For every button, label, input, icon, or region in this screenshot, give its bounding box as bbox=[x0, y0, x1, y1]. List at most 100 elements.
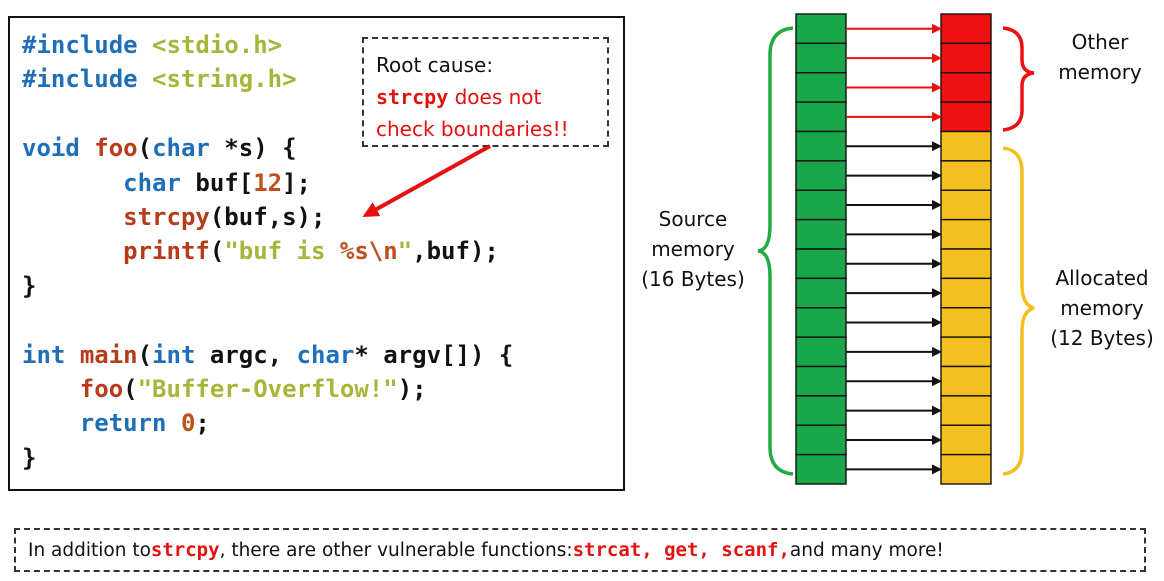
allocated-memory-cell bbox=[940, 189, 992, 221]
code-token: printf bbox=[123, 237, 210, 266]
code-token: ( bbox=[137, 340, 153, 369]
other-label-line-2: memory bbox=[1058, 60, 1142, 84]
source-memory-cell bbox=[795, 130, 847, 162]
allocated-memory-cell bbox=[940, 277, 992, 309]
allocated-memory-cell bbox=[940, 160, 992, 191]
allocated-label-line-1: Allocated bbox=[1055, 266, 1149, 290]
footer-fn-strcpy: strcpy bbox=[150, 539, 220, 561]
code-token: foo bbox=[79, 375, 124, 404]
code-token: ( bbox=[137, 134, 153, 163]
code-token: 0 bbox=[180, 409, 196, 438]
allocated-memory-cell bbox=[940, 365, 992, 397]
source-memory-cell bbox=[795, 248, 847, 280]
other-memory-brace bbox=[1002, 26, 1035, 132]
code-line: strcpy(buf,s); bbox=[22, 203, 325, 231]
code-token: ( bbox=[209, 237, 225, 266]
code-token: strcpy bbox=[123, 203, 210, 232]
code-line: } bbox=[22, 444, 36, 472]
allocated-memory-label: Allocated memory (12 Bytes) bbox=[1040, 263, 1164, 353]
allocated-memory-cell bbox=[940, 130, 992, 162]
code-token: %s\n bbox=[339, 237, 398, 266]
footer-suffix: and many more! bbox=[789, 539, 944, 561]
source-memory-cell bbox=[795, 336, 847, 368]
other-memory-label: Other memory bbox=[1040, 27, 1160, 87]
source-label-line-2: memory bbox=[651, 237, 735, 261]
allocated-memory-cell bbox=[940, 395, 992, 426]
code-line: void foo(char *s) { bbox=[22, 134, 297, 162]
source-memory-cells bbox=[795, 13, 847, 485]
allocated-memory-cell bbox=[940, 218, 992, 250]
source-memory-cell bbox=[795, 42, 847, 74]
allocated-label-line-3: (12 Bytes) bbox=[1050, 326, 1154, 350]
code-token: * argv[]) { bbox=[354, 340, 514, 369]
code-token: int bbox=[22, 340, 66, 369]
code-token: ,buf); bbox=[412, 237, 499, 266]
other-label-line-1: Other bbox=[1071, 30, 1129, 54]
source-memory-cell bbox=[795, 365, 847, 397]
code-listing: #include <stdio.h> #include <string.h> v… bbox=[22, 28, 513, 475]
code-token: char bbox=[296, 340, 355, 369]
code-token: #include bbox=[22, 31, 153, 59]
footer-note: In addition to strcpy, there are other v… bbox=[14, 528, 1146, 572]
code-line: } bbox=[22, 272, 36, 300]
code-token: ]; bbox=[282, 168, 312, 197]
source-memory-cell bbox=[795, 277, 847, 309]
code-line: #include <stdio.h> bbox=[22, 31, 282, 59]
code-token: argc, bbox=[195, 340, 297, 369]
allocated-memory-cell bbox=[940, 248, 992, 280]
callout-line-3: check boundaries!! bbox=[376, 117, 569, 141]
callout-title: Root cause: bbox=[376, 53, 494, 77]
callout-fn: strcpy bbox=[376, 85, 449, 109]
other-memory-cell bbox=[940, 42, 992, 74]
code-token: " bbox=[397, 237, 413, 266]
code-line: #include <string.h> bbox=[22, 65, 297, 93]
destination-memory-cells bbox=[940, 13, 992, 485]
copy-arrows bbox=[846, 23, 942, 475]
code-line: return 0; bbox=[22, 409, 210, 437]
allocated-memory-cell bbox=[940, 336, 992, 368]
footer-fn-list: strcat, get, scanf, bbox=[572, 539, 790, 561]
code-token: return bbox=[79, 409, 167, 438]
source-memory-cell bbox=[795, 218, 847, 250]
code-token: main bbox=[79, 340, 138, 369]
source-memory-cell bbox=[795, 453, 847, 485]
other-memory-cell bbox=[940, 101, 992, 133]
code-line: int main(int argc, char* argv[]) { bbox=[22, 341, 513, 369]
code-token: *s) { bbox=[209, 134, 297, 163]
footer-middle: , there are other vulnerable functions: bbox=[219, 539, 573, 561]
code-line: printf("buf is %s\n",buf); bbox=[22, 237, 499, 265]
source-memory-cell bbox=[795, 72, 847, 103]
code-token: ); bbox=[397, 375, 427, 404]
code-line: foo("Buffer-Overflow!"); bbox=[22, 375, 427, 403]
code-token: char bbox=[152, 134, 210, 163]
allocated-memory-cell bbox=[940, 307, 992, 338]
code-token: <stdio.h> bbox=[152, 31, 283, 59]
code-token: ( bbox=[123, 375, 138, 404]
source-memory-cell bbox=[795, 160, 847, 191]
source-memory-label: Source memory (16 Bytes) bbox=[630, 204, 756, 294]
callout-arrow bbox=[362, 144, 491, 217]
code-token: buf[ bbox=[180, 168, 254, 197]
code-token: ; bbox=[195, 409, 210, 438]
code-token: int bbox=[152, 340, 196, 369]
other-memory-cell bbox=[940, 72, 992, 103]
code-token: foo bbox=[94, 134, 138, 163]
code-token: char bbox=[123, 168, 181, 197]
source-memory-cell bbox=[795, 307, 847, 338]
source-memory-cell bbox=[795, 424, 847, 456]
code-token: void bbox=[22, 134, 80, 163]
allocated-memory-brace bbox=[1002, 146, 1035, 476]
callout-line-2: strcpy does not bbox=[376, 81, 595, 113]
allocated-memory-cell bbox=[940, 424, 992, 456]
code-line: char buf[12]; bbox=[22, 169, 311, 197]
code-token: "Buffer-Overflow!" bbox=[137, 375, 398, 404]
code-token: <string.h> bbox=[152, 65, 297, 94]
other-memory-cell bbox=[940, 13, 992, 45]
code-token: } bbox=[22, 271, 37, 300]
footer-prefix: In addition to bbox=[28, 539, 151, 561]
source-memory-cell bbox=[795, 13, 847, 45]
code-token: "buf is bbox=[224, 237, 340, 266]
root-cause-callout: Root cause: strcpy does not check bounda… bbox=[362, 37, 609, 147]
callout-text: does not bbox=[448, 85, 542, 109]
